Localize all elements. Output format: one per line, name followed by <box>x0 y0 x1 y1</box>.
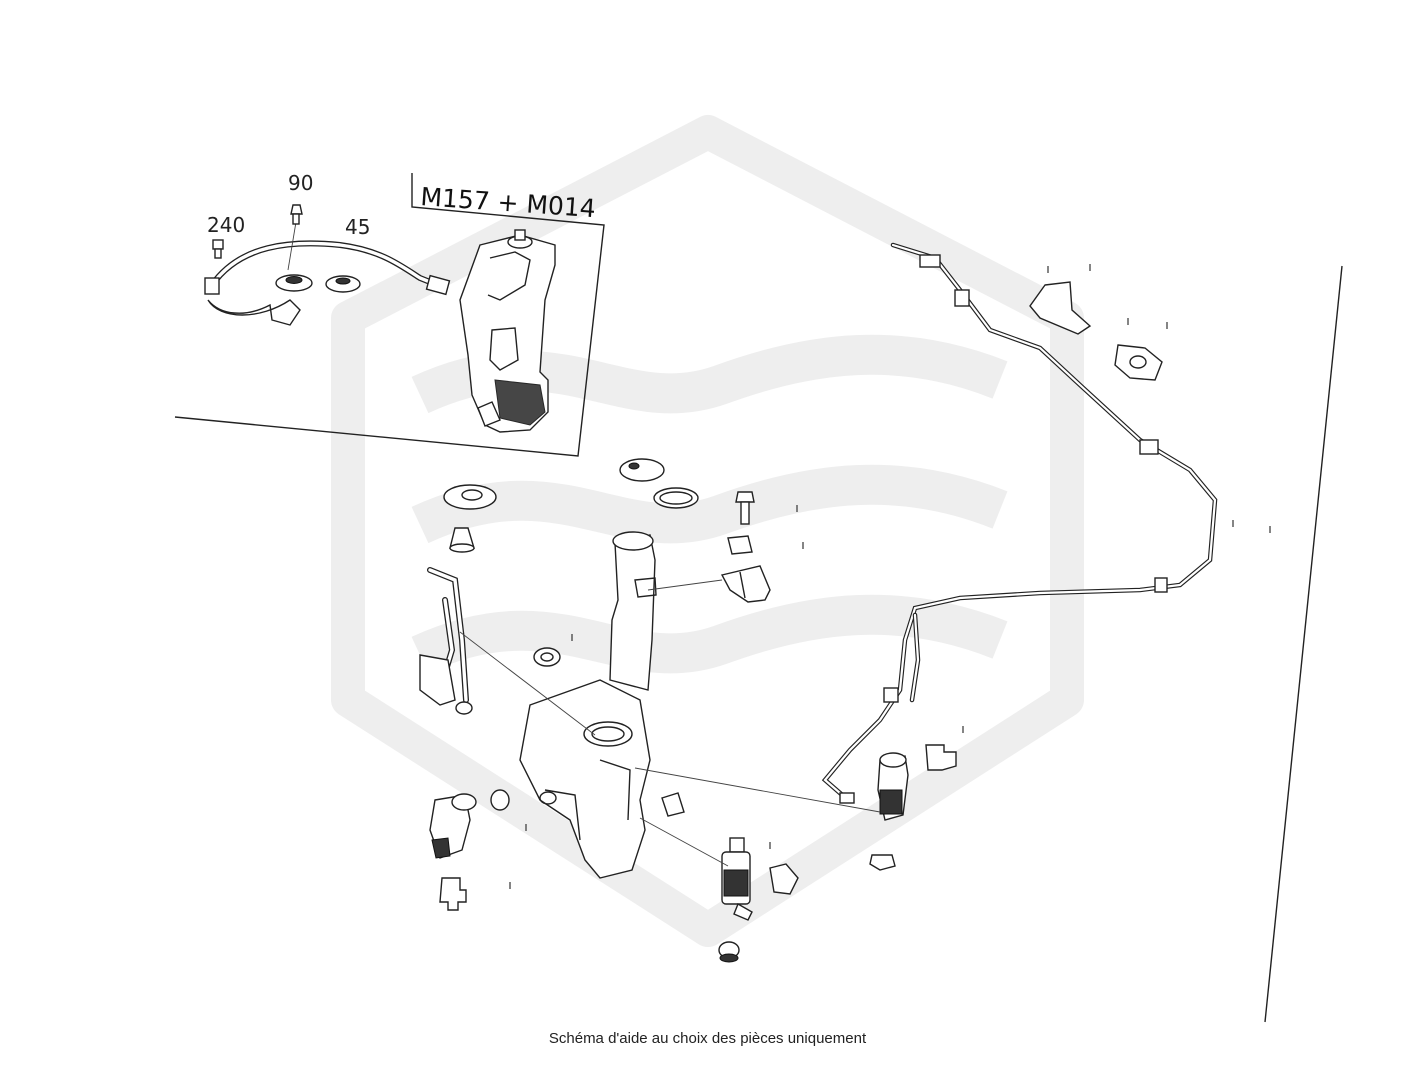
level-sensor <box>419 567 473 715</box>
grommet-small <box>449 527 475 553</box>
filler-neck-pipe <box>204 204 451 326</box>
washer-pump-bottom <box>718 837 753 963</box>
connector-right <box>925 744 957 771</box>
leader-lines <box>459 579 881 867</box>
bolt <box>735 491 755 525</box>
cap-seal <box>443 484 497 510</box>
grommet-ring <box>533 647 561 667</box>
callout-240: 240 <box>207 213 245 237</box>
connector-left <box>439 877 467 911</box>
washer-hose-harness <box>821 242 1218 804</box>
clip-nut <box>727 535 753 555</box>
bracket <box>720 565 771 603</box>
washer-pump-right <box>869 752 909 871</box>
washer-tank-variant <box>459 229 556 433</box>
clip <box>661 792 685 817</box>
harness-clip <box>1114 344 1163 381</box>
callout-45: 45 <box>345 215 370 239</box>
harness-bracket <box>1029 281 1092 335</box>
washer-reservoir <box>519 531 657 879</box>
filler-cap <box>619 458 699 509</box>
diagram-caption: Schéma d'aide au choix des pièces unique… <box>548 1030 867 1047</box>
reference-ticks <box>509 264 1271 889</box>
washer-pump-left <box>429 789 510 859</box>
connector-bottom <box>769 863 799 895</box>
callout-90: 90 <box>288 171 313 195</box>
frame-line-right <box>1264 265 1343 1023</box>
